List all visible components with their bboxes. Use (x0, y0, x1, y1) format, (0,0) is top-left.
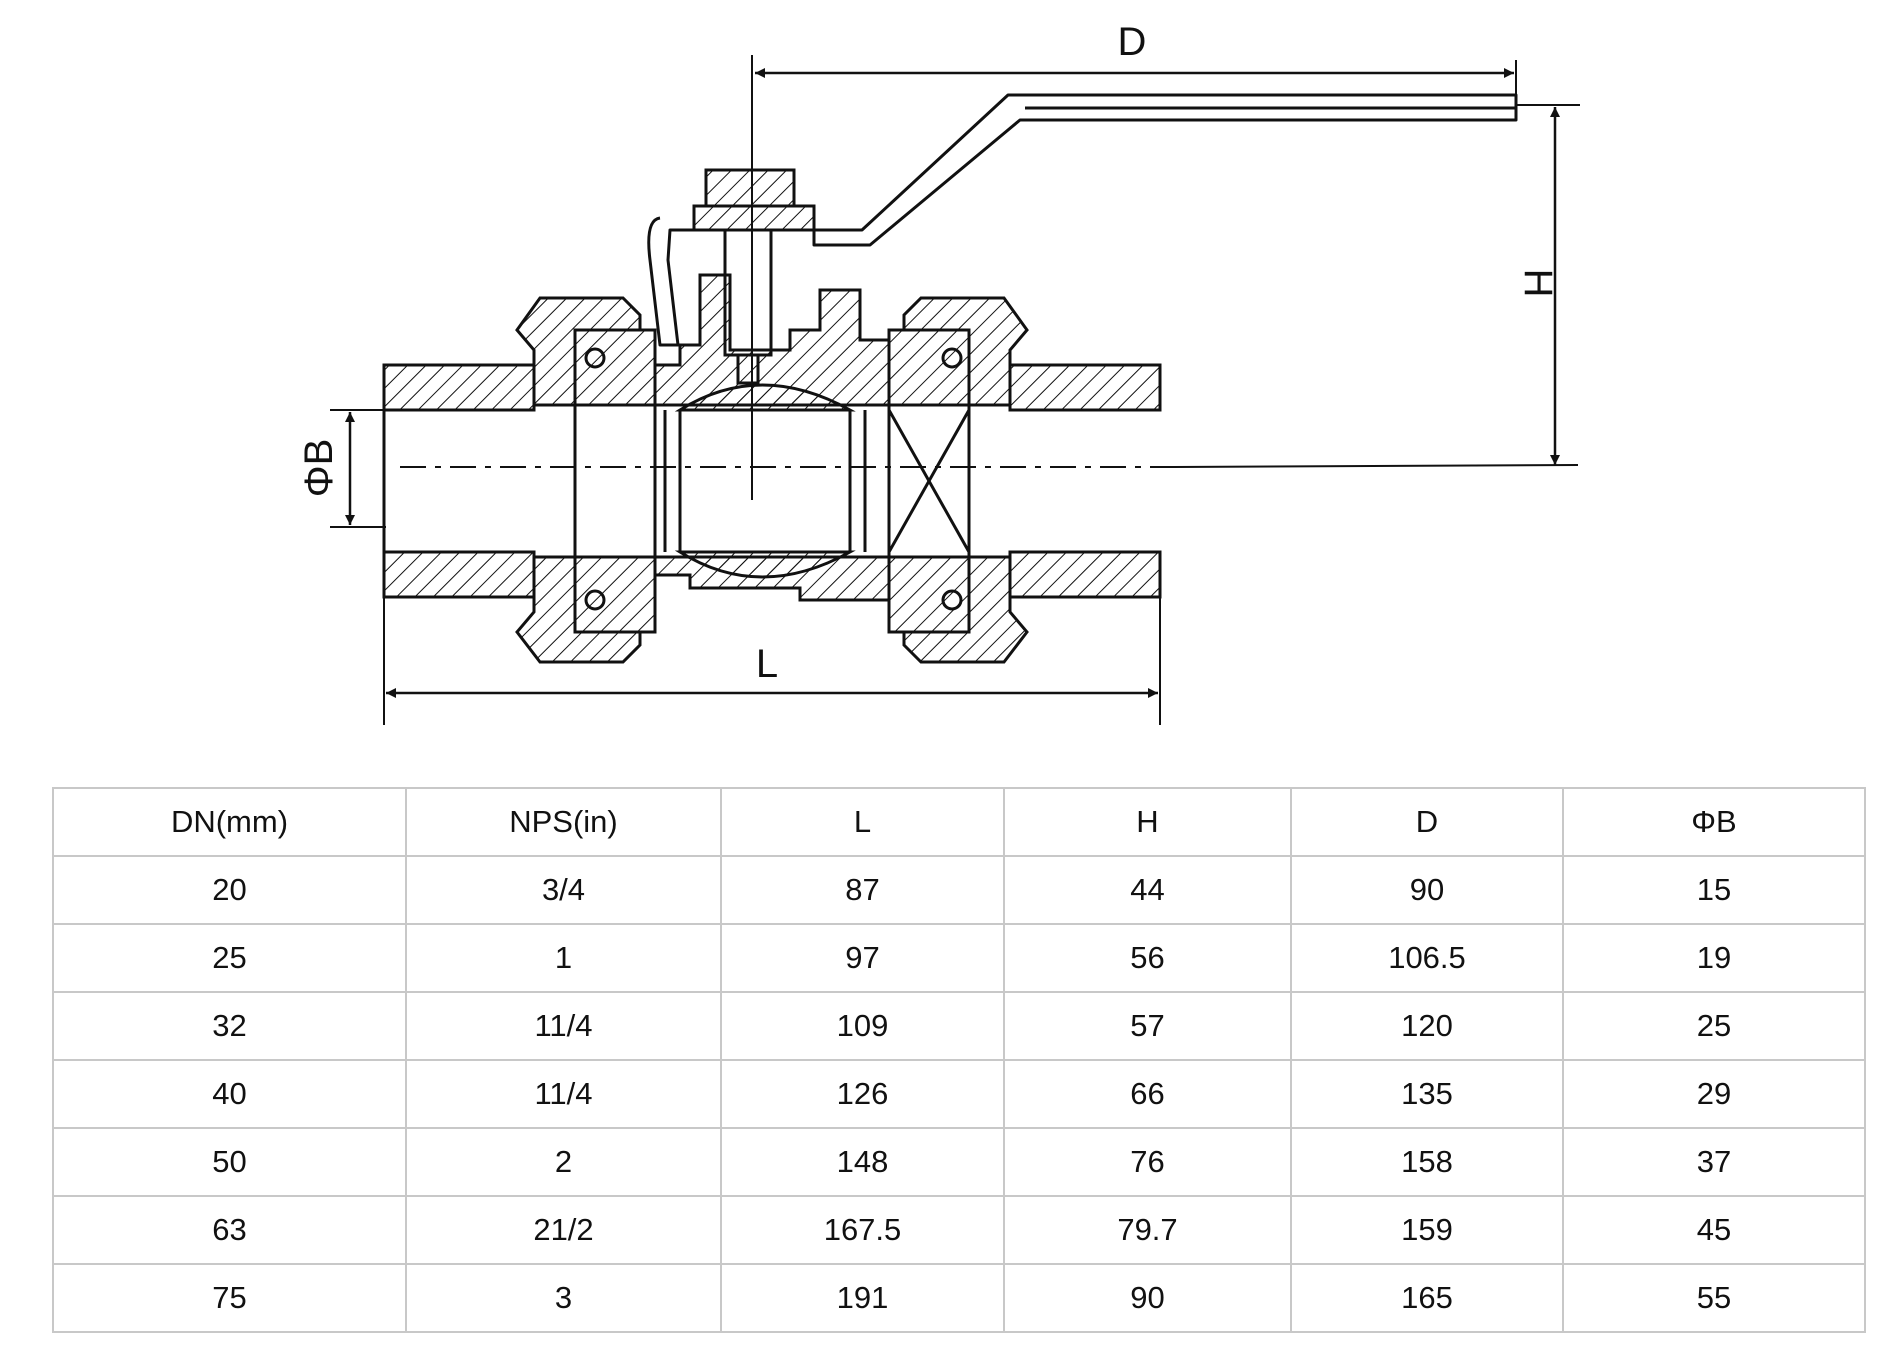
right-pipe-upper-wall (1008, 363, 1162, 412)
ball-bottom (674, 550, 856, 579)
cell-d: 135 (1290, 1059, 1564, 1129)
cell-h: 44 (1003, 855, 1292, 925)
cell-h: 57 (1003, 991, 1292, 1061)
cell-d: 120 (1290, 991, 1564, 1061)
ball-valve-drawing: D H ΦB L (297, 20, 1580, 725)
cell-l: 109 (720, 991, 1005, 1061)
cell-l: 148 (720, 1127, 1005, 1197)
cell-b: 25 (1562, 991, 1866, 1061)
cell-d: 90 (1290, 855, 1564, 925)
right-union-body-top (887, 328, 971, 407)
cell-dn: 20 (52, 855, 407, 925)
cell-b: 55 (1562, 1263, 1866, 1333)
cell-nps: 3 (405, 1263, 722, 1333)
cell-dn: 50 (52, 1127, 407, 1197)
cell-h: 90 (1003, 1263, 1292, 1333)
header-nps: NPS(in) (405, 787, 722, 857)
cell-h: 76 (1003, 1127, 1292, 1197)
cell-nps: 21/2 (405, 1195, 722, 1265)
header-l: L (720, 787, 1005, 857)
table-row: 40 11/4 126 66 135 29 (52, 1059, 1866, 1129)
cell-nps: 1 (405, 923, 722, 993)
cell-dn: 75 (52, 1263, 407, 1333)
cell-l: 87 (720, 855, 1005, 925)
stem-collar (692, 204, 816, 232)
dimension-b-label: ΦB (297, 439, 341, 498)
cell-h: 79.7 (1003, 1195, 1292, 1265)
stem-nut (704, 168, 796, 208)
stem-key (736, 353, 760, 385)
cell-b: 45 (1562, 1195, 1866, 1265)
left-union-body-top (573, 328, 657, 407)
cell-d: 159 (1290, 1195, 1564, 1265)
header-dn: DN(mm) (52, 787, 407, 857)
cell-nps: 11/4 (405, 1059, 722, 1129)
handle-lever (647, 93, 1518, 347)
stem (723, 228, 773, 357)
table-row: 75 3 191 90 165 55 (52, 1263, 1866, 1333)
cell-dn: 63 (52, 1195, 407, 1265)
right-union-body-bottom (887, 555, 971, 634)
table-row: 25 1 97 56 106.5 19 (52, 923, 1866, 993)
cell-dn: 40 (52, 1059, 407, 1129)
dimension-d-label: D (1118, 20, 1147, 64)
cell-nps: 3/4 (405, 855, 722, 925)
right-pipe-lower-wall (1008, 550, 1162, 599)
cell-dn: 25 (52, 923, 407, 993)
table-row: 32 11/4 109 57 120 25 (52, 991, 1866, 1061)
cell-h: 66 (1003, 1059, 1292, 1129)
cell-d: 158 (1290, 1127, 1564, 1197)
dimension-h-label: H (1516, 269, 1560, 298)
cell-dn: 32 (52, 991, 407, 1061)
table-row: 50 2 148 76 158 37 (52, 1127, 1866, 1197)
cell-nps: 11/4 (405, 991, 722, 1061)
table-row: 20 3/4 87 44 90 15 (52, 855, 1866, 925)
cell-nps: 2 (405, 1127, 722, 1197)
cell-l: 97 (720, 923, 1005, 993)
cell-b: 29 (1562, 1059, 1866, 1129)
cell-b: 37 (1562, 1127, 1866, 1197)
header-h: H (1003, 787, 1292, 857)
cell-l: 167.5 (720, 1195, 1005, 1265)
dimension-l-label: L (756, 642, 778, 686)
cell-l: 191 (720, 1263, 1005, 1333)
cell-b: 19 (1562, 923, 1866, 993)
table-header-row: DN(mm) NPS(in) L H D ΦB (52, 787, 1866, 857)
cell-d: 165 (1290, 1263, 1564, 1333)
header-b: ΦB (1562, 787, 1866, 857)
valve-body-top (653, 273, 891, 407)
cell-b: 15 (1562, 855, 1866, 925)
header-d: D (1290, 787, 1564, 857)
cell-d: 106.5 (1290, 923, 1564, 993)
table-row: 63 21/2 167.5 79.7 159 45 (52, 1195, 1866, 1265)
axis-line (1174, 464, 1579, 468)
cell-h: 56 (1003, 923, 1292, 993)
left-pipe-upper-wall (382, 363, 536, 412)
cell-l: 126 (720, 1059, 1005, 1129)
dimension-table: DN(mm) NPS(in) L H D ΦB 20 3/4 87 44 90 … (52, 787, 1866, 1333)
ball-top (674, 383, 856, 412)
left-pipe-lower-wall (382, 550, 536, 599)
